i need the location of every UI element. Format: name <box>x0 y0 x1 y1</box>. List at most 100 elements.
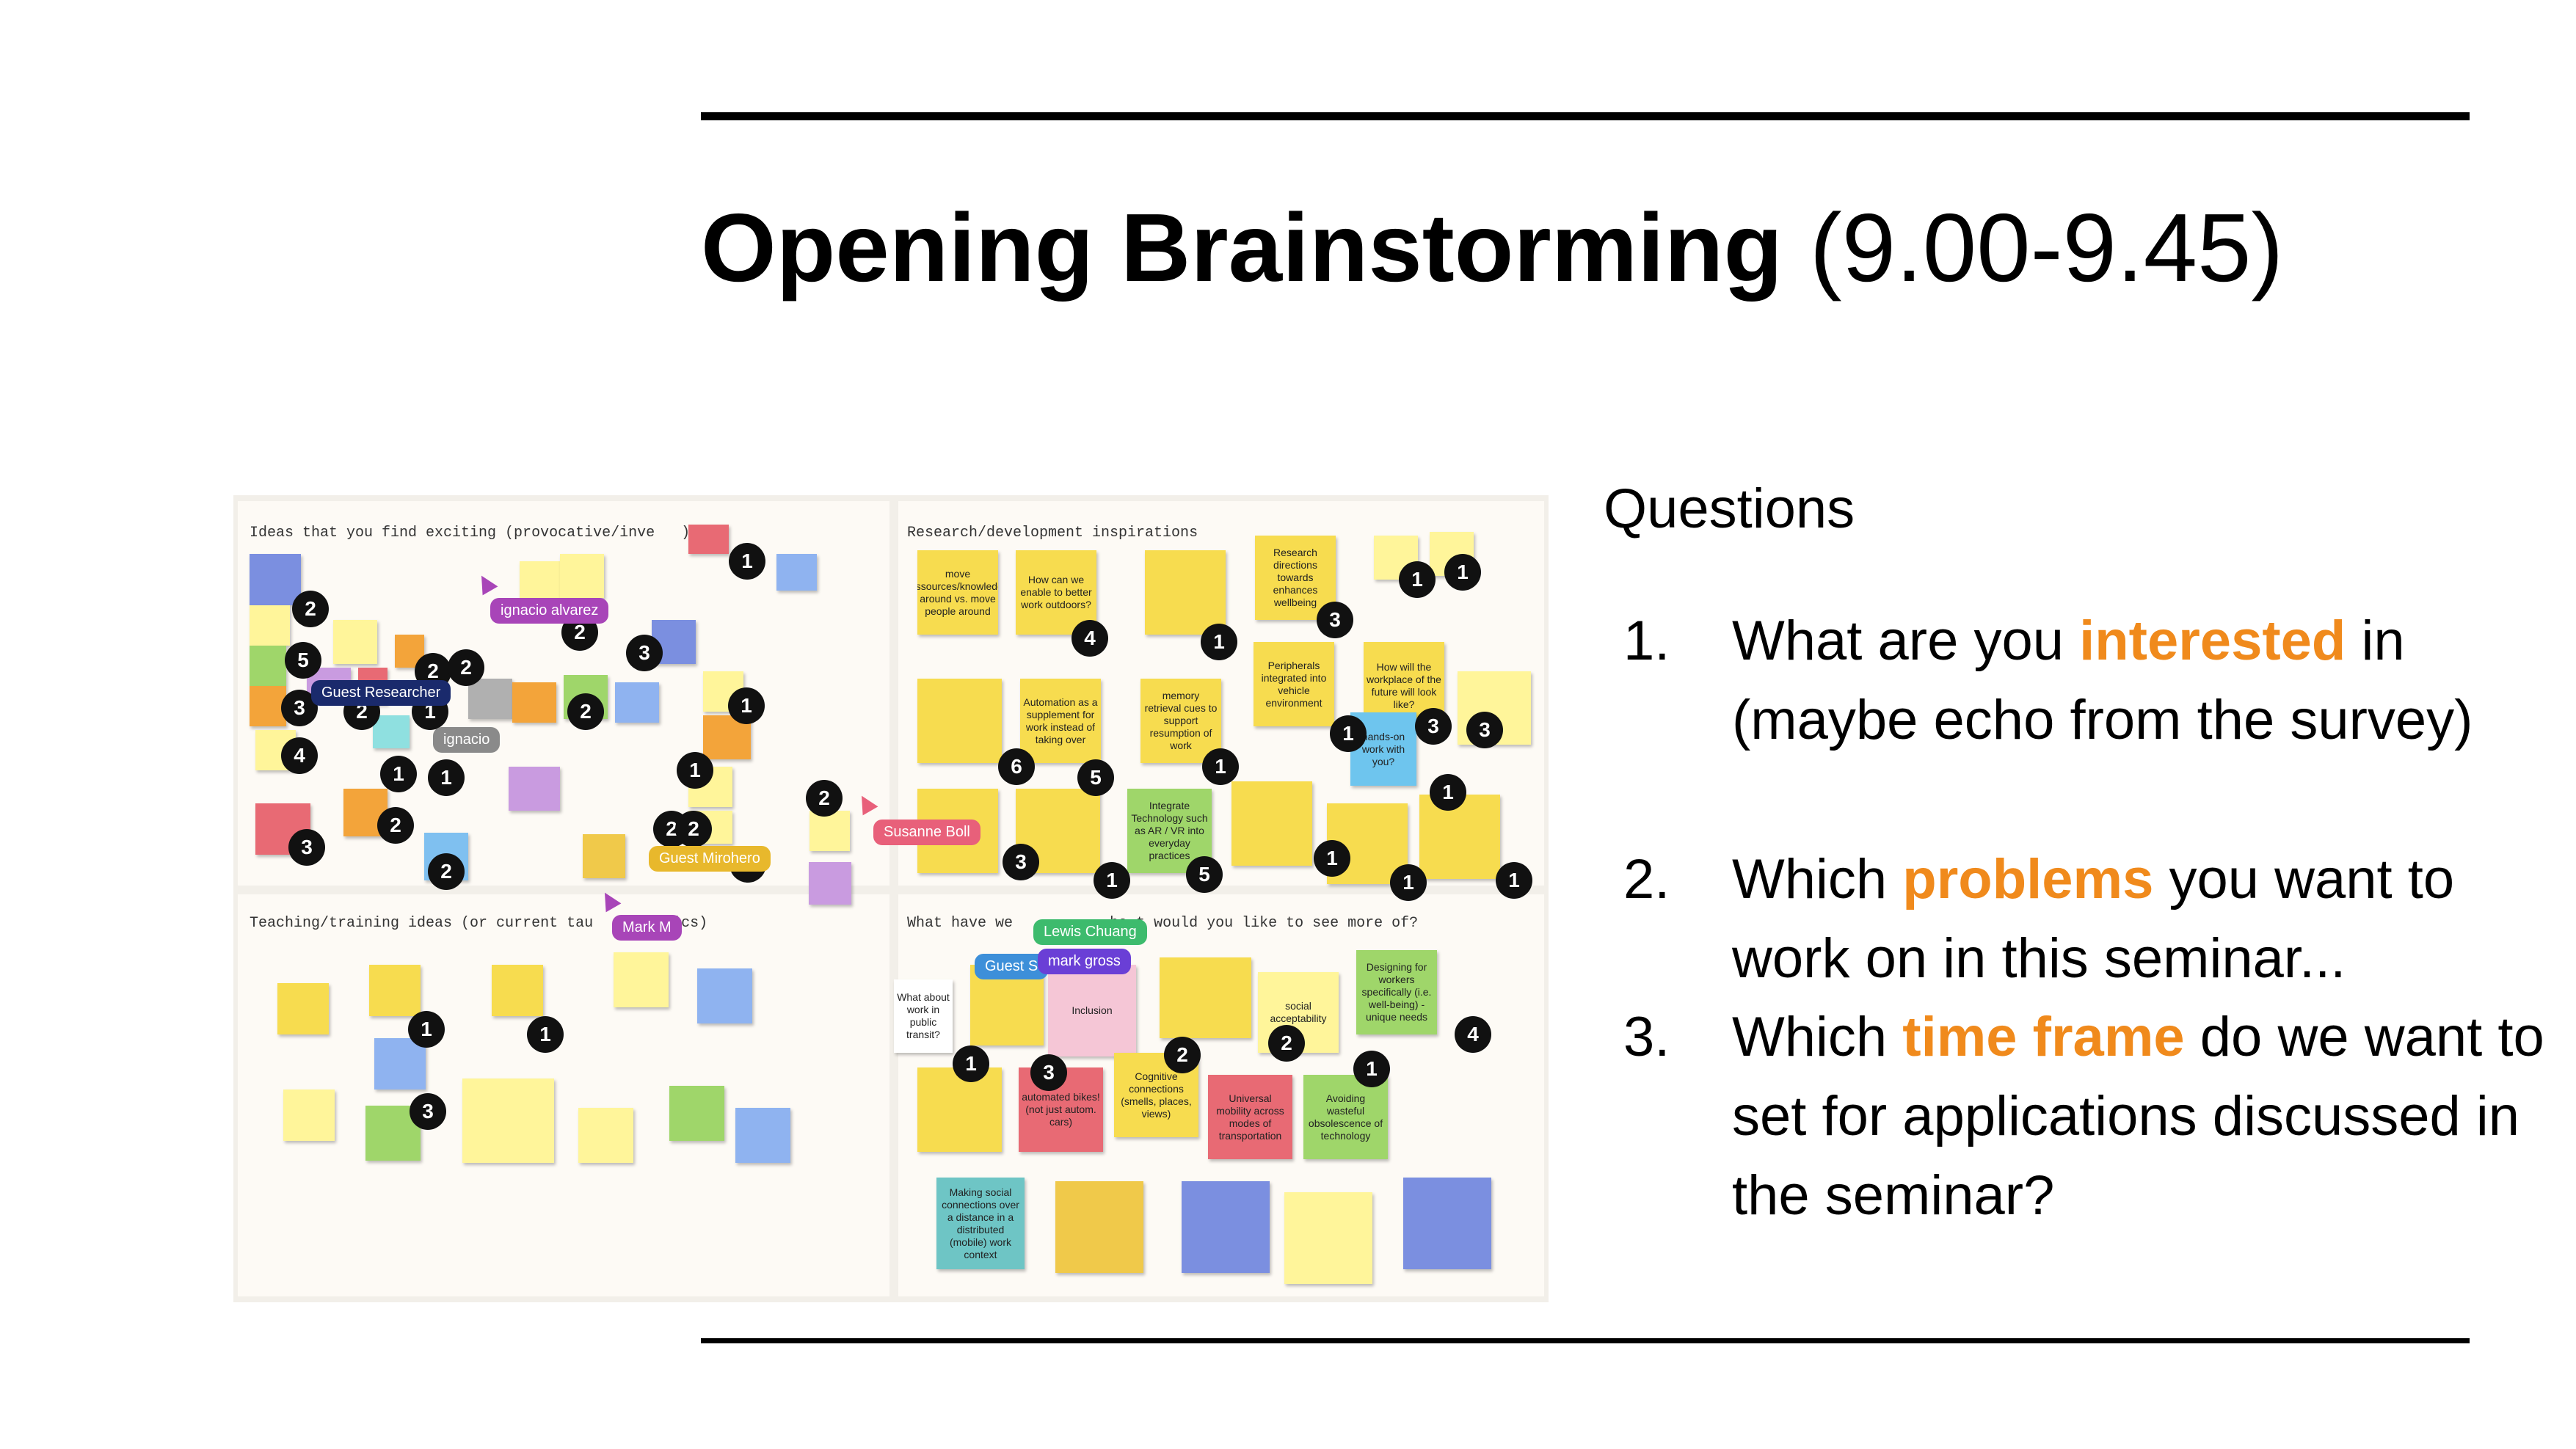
sticky-note[interactable] <box>560 554 604 598</box>
vote-badge: 4 <box>1071 620 1108 657</box>
sticky-note[interactable]: memory retrieval cues to support resumpt… <box>1140 679 1221 763</box>
vote-badge: 3 <box>626 635 663 671</box>
sticky-note[interactable] <box>578 1108 633 1163</box>
vote-badge: 1 <box>408 1011 445 1048</box>
sticky-note[interactable] <box>1160 957 1251 1038</box>
sticky-note[interactable] <box>615 682 659 723</box>
sticky-note[interactable] <box>250 646 286 686</box>
top-rule <box>701 112 2470 120</box>
sticky-note[interactable] <box>283 1090 335 1141</box>
cursor-label: Lewis Chuang <box>1033 919 1147 945</box>
vote-badge: 2 <box>1164 1037 1201 1073</box>
sticky-note[interactable] <box>669 1086 724 1141</box>
sticky-note[interactable] <box>1419 795 1500 879</box>
sticky-note[interactable] <box>583 834 625 878</box>
sticky-note[interactable]: What about work in public transit? <box>894 979 953 1053</box>
vote-badge: 1 <box>1430 774 1466 811</box>
brainstorm-board: Ideas that you find exciting (provocativ… <box>233 495 1549 1302</box>
vote-badge: 1 <box>1094 862 1130 899</box>
sticky-note[interactable] <box>735 1108 790 1163</box>
sticky-note[interactable] <box>809 811 850 851</box>
sticky-note[interactable] <box>520 561 560 602</box>
vote-badge: 1 <box>1202 748 1239 785</box>
vote-badge: 2 <box>292 591 329 627</box>
sticky-note[interactable] <box>917 1067 1002 1152</box>
sticky-note[interactable] <box>468 679 512 719</box>
sticky-note[interactable] <box>512 682 556 723</box>
sticky-note[interactable] <box>1403 1178 1491 1269</box>
sticky-note[interactable] <box>369 965 421 1016</box>
vote-badge: 5 <box>1077 759 1114 796</box>
sticky-note[interactable] <box>462 1078 554 1163</box>
sticky-note[interactable] <box>1231 781 1312 866</box>
sticky-note[interactable] <box>614 952 669 1007</box>
question-text: What are you interested in (maybe echo f… <box>1732 610 2473 751</box>
vote-badge: 2 <box>428 853 465 890</box>
sticky-note[interactable] <box>1182 1181 1270 1273</box>
vote-badge: 1 <box>1399 561 1436 598</box>
cursor-label: Guest S <box>975 954 1049 979</box>
vote-badge: 1 <box>953 1045 989 1082</box>
vote-badge: 1 <box>1330 715 1367 752</box>
sticky-note[interactable] <box>509 767 560 811</box>
vote-badge: 2 <box>377 807 414 844</box>
cursor-label: Guest Mirohero <box>649 846 771 872</box>
question-text: Which problems you want to work on in th… <box>1732 848 2455 990</box>
vote-badge: 3 <box>410 1093 446 1130</box>
sticky-note[interactable] <box>373 715 410 748</box>
sticky-note[interactable] <box>250 686 286 726</box>
sticky-note[interactable] <box>1145 550 1226 635</box>
frame-label-ideas: Ideas that you find exciting (provocativ… <box>250 525 691 541</box>
sticky-note[interactable] <box>688 525 729 554</box>
sticky-note[interactable]: Designing for workers specifically (i.e.… <box>1356 950 1437 1034</box>
frame-label-research: Research/development inspirations <box>907 525 1198 541</box>
cursor-label: Mark M <box>612 915 682 941</box>
sticky-note[interactable] <box>917 679 1002 763</box>
sticky-note[interactable]: Peripherals integrated into vehicle envi… <box>1254 642 1334 726</box>
sticky-note[interactable] <box>250 605 290 646</box>
cursor-label: ignacio alvarez <box>490 598 609 624</box>
vote-badge: 3 <box>1030 1054 1067 1091</box>
vote-badge: 4 <box>281 737 318 774</box>
vote-badge: 3 <box>1317 602 1353 638</box>
vote-badge: 2 <box>1268 1025 1305 1062</box>
sticky-note[interactable] <box>1055 1181 1143 1273</box>
vote-badge: 1 <box>1314 840 1350 877</box>
vote-badge: 1 <box>428 759 465 796</box>
sticky-note[interactable] <box>333 620 377 664</box>
vote-badge: 1 <box>1390 864 1427 901</box>
vote-badge: 1 <box>1201 624 1237 660</box>
sticky-note[interactable] <box>1284 1192 1372 1284</box>
vote-badge: 6 <box>998 748 1035 785</box>
sticky-note[interactable]: move ressources/knowledge around vs. mov… <box>917 550 998 635</box>
slide-title: Opening Brainstorming (9.00-9.45) <box>701 182 2283 314</box>
vote-badge: 1 <box>1496 862 1532 899</box>
sticky-note[interactable]: Avoiding wasteful obsolescence of techno… <box>1303 1075 1388 1159</box>
sticky-note[interactable]: Automation as a supplement for work inst… <box>1020 679 1101 763</box>
bottom-rule <box>701 1338 2470 1343</box>
sticky-note[interactable] <box>492 965 543 1016</box>
cursor-label: Guest Researcher <box>311 680 451 706</box>
question-highlight: interested <box>2079 610 2346 672</box>
sticky-note[interactable] <box>277 983 329 1034</box>
sticky-note[interactable] <box>809 862 851 905</box>
question-highlight: time frame <box>1902 1006 2185 1068</box>
vote-badge: 3 <box>1466 712 1503 748</box>
sticky-note[interactable]: Universal mobility across modes of trans… <box>1208 1075 1292 1159</box>
vote-badge: 5 <box>285 642 321 679</box>
sticky-note[interactable] <box>776 554 817 591</box>
title-main: Opening Brainstorming <box>701 194 1783 302</box>
sticky-note[interactable] <box>697 968 752 1023</box>
sticky-note[interactable] <box>250 554 301 605</box>
vote-badge: 2 <box>675 811 712 847</box>
question-number: 3. <box>1623 1006 1670 1068</box>
cursor-label: mark gross <box>1038 949 1131 974</box>
vote-badge: 3 <box>1415 708 1452 745</box>
vote-badge: 1 <box>728 687 765 724</box>
vote-badge: 2 <box>448 649 484 686</box>
sticky-note[interactable]: Inclusion <box>1048 965 1136 1056</box>
sticky-note[interactable]: Making social connections over a distanc… <box>936 1178 1025 1269</box>
vote-badge: 2 <box>806 780 843 817</box>
sticky-note[interactable] <box>374 1038 426 1090</box>
vote-badge: 4 <box>1455 1016 1491 1053</box>
